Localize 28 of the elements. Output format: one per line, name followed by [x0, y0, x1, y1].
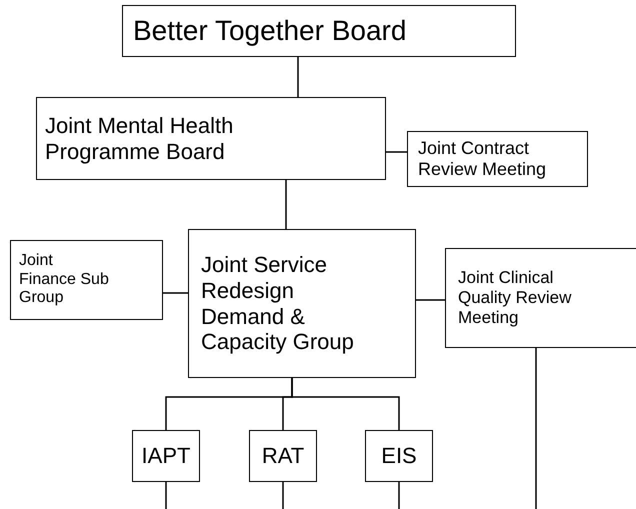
box-label: EIS [381, 443, 417, 469]
box-label: Joint Mental Health Programme Board [45, 112, 234, 164]
connector-line [398, 482, 400, 509]
connector-line [285, 180, 287, 229]
org-box [445, 248, 636, 348]
org-box [10, 240, 163, 320]
box-label: Better Together Board [133, 14, 406, 48]
box-label: Joint Contract Review Meeting [418, 138, 548, 180]
connector-line [282, 482, 284, 509]
box-label: IAPT [142, 443, 190, 469]
connector-line [163, 292, 188, 294]
connector-line [297, 57, 299, 97]
connector-line [535, 348, 537, 509]
org-box [122, 5, 516, 57]
org-box [188, 229, 416, 378]
connector-line [291, 378, 400, 430]
connector-line [416, 299, 445, 301]
box-label: Joint Finance Sub Group [19, 252, 110, 308]
org-box [407, 131, 588, 187]
org-box [249, 430, 317, 482]
org-box [36, 97, 386, 180]
connector-line [386, 151, 407, 153]
box-label: Joint Service Redesign Demand & Capacity Group [201, 252, 355, 356]
org-box [365, 430, 433, 482]
box-label: Joint Clinical Quality Review Meeting [458, 268, 572, 328]
connector-line [165, 482, 167, 509]
org-box [132, 430, 200, 482]
box-label: RAT [262, 443, 304, 469]
